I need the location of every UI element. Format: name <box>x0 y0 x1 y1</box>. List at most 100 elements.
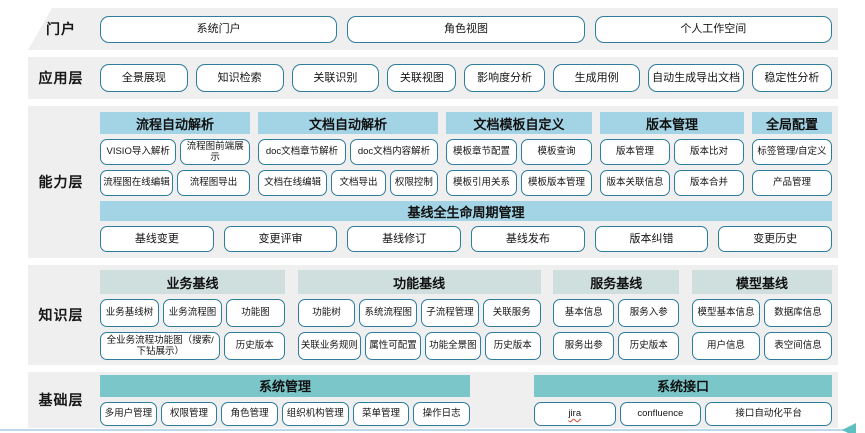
box-row: 用户信息表空间信息 <box>691 332 832 360</box>
feature-box-label: 操作日志 <box>422 407 461 419</box>
box-row: 多用户管理权限管理角色管理组织机构管理菜单管理操作日志 <box>100 401 470 426</box>
feature-box: 流程图在线编辑 <box>100 170 173 196</box>
box-row: 标签管理/自定义 <box>752 139 832 165</box>
feature-box: 功能图 <box>226 299 285 327</box>
group-header: 系统管理 <box>100 374 470 397</box>
feature-box: jira <box>534 401 616 426</box>
feature-box: 基线修订 <box>347 226 462 252</box>
feature-box-label: 服务出参 <box>564 340 603 352</box>
feature-box-label: 流程图前端展示 <box>186 140 244 163</box>
feature-box: VISIO导入解析 <box>100 139 177 165</box>
feature-box: doc文档内容解析 <box>350 139 438 165</box>
groups-row: 业务基线业务基线树业务流程图功能图全业务流程功能图（搜索/下钻展示）历史版本功能… <box>100 270 832 360</box>
feature-box: 系统流程图 <box>359 299 418 327</box>
group: 服务基线基本信息服务入参服务出参历史版本 <box>553 270 680 360</box>
feature-box: 业务基线树 <box>100 299 159 327</box>
feature-box-label: 产品管理 <box>772 177 811 189</box>
layer-knowledge: 知识层业务基线业务基线树业务流程图功能图全业务流程功能图（搜索/下钻展示）历史版… <box>28 265 838 365</box>
box-row: 版本管理版本比对 <box>600 139 744 165</box>
feature-box: 全业务流程功能图（搜索/下钻展示） <box>100 332 221 360</box>
feature-box-label: 历史版本 <box>629 340 668 352</box>
feature-box-label: 版本合并 <box>689 177 728 189</box>
box-row: 流程图在线编辑 流程图导出 <box>100 170 250 196</box>
feature-box: 多用户管理 <box>100 401 157 426</box>
feature-box-label: 接口自动化平台 <box>735 407 802 419</box>
feature-box: 功能树 <box>297 299 356 327</box>
feature-box: 功能全景图 <box>424 332 481 360</box>
feature-box: 文档导出 <box>331 170 386 196</box>
feature-box-label: 变更历史 <box>753 232 798 245</box>
feature-box-label: 关联识别 <box>313 71 358 84</box>
box-row: 全业务流程功能图（搜索/下钻展示） 历史版本 <box>100 332 285 360</box>
feature-box: 服务出参 <box>553 332 615 360</box>
feature-box-label: 生成用例 <box>574 71 619 84</box>
feature-box: 产品管理 <box>752 170 832 196</box>
feature-box: 标签管理/自定义 <box>752 139 832 165</box>
group-header: 服务基线 <box>553 270 680 294</box>
feature-box: 知识检索 <box>195 64 284 92</box>
feature-box: 基本信息 <box>553 299 615 327</box>
feature-box: 角色管理 <box>221 401 278 426</box>
feature-box: 模板版本管理 <box>521 170 592 196</box>
feature-box-label: 标签管理/自定义 <box>757 146 827 158</box>
box-row: 功能树系统流程图子流程管理关联服务 <box>297 299 541 327</box>
feature-box: 历史版本 <box>224 332 285 360</box>
feature-box: 版本纠错 <box>594 226 709 252</box>
feature-box-label: 历史版本 <box>235 340 274 352</box>
group: 模型基线模型基本信息数据库信息用户信息表空间信息 <box>691 270 832 360</box>
feature-box: 权限控制 <box>389 170 438 196</box>
feature-box-label: 关联服务 <box>492 307 531 319</box>
box-row: 关联业务规则属性可配置功能全景图历史版本 <box>297 332 541 360</box>
feature-box-label: 流程图导出 <box>189 177 238 189</box>
feature-box-label: 基线发布 <box>505 232 550 245</box>
feature-box: 模板引用关系 <box>446 170 517 196</box>
feature-box-label: 功能全景图 <box>429 340 477 352</box>
feature-box-label: 全业务流程功能图（搜索/下钻展示） <box>106 334 214 357</box>
feature-box: 关联视图 <box>387 64 457 92</box>
feature-box-label: 权限管理 <box>169 407 208 419</box>
feature-box-label: 模板查询 <box>537 146 576 158</box>
layer-app-label: 应用层 <box>38 70 84 86</box>
group-header: 文档自动解析 <box>258 112 438 134</box>
layer-portal: 门户系统门户角色视图个人工作空间 <box>28 8 838 50</box>
box-row: 基线变更 变更评审基线修订 基线发布 版本纠错 变更历史 <box>100 226 833 252</box>
feature-box-label: 知识检索 <box>217 71 262 84</box>
feature-box: 个人工作空间 <box>594 15 832 43</box>
feature-box: 基线发布 <box>471 226 585 252</box>
feature-box: 稳定性分析 <box>751 64 832 92</box>
feature-box-label: 版本比对 <box>689 146 728 158</box>
feature-box: 角色视图 <box>347 15 585 43</box>
group: 系统管理多用户管理权限管理角色管理组织机构管理菜单管理操作日志 <box>100 374 470 426</box>
feature-box: 表空间信息 <box>763 332 832 360</box>
feature-box: 基线变更 <box>100 226 214 252</box>
feature-box-label: 个人工作空间 <box>680 22 747 35</box>
layer-app-content: 全景展现知识检索关联识别关联视图影响度分析生成用例自动生成导出文档稳定性分析 <box>94 64 838 92</box>
feature-box: 接口自动化平台 <box>705 401 833 426</box>
layer-knowledge-content: 业务基线业务基线树业务流程图功能图全业务流程功能图（搜索/下钻展示）历史版本功能… <box>94 270 838 360</box>
layer-base-label: 基础层 <box>38 392 84 408</box>
group: 文档模板自定义模板章节配置 模板查询模板引用关系模板版本管理 <box>446 112 592 196</box>
feature-box-label: 自动生成导出文档 <box>652 71 741 84</box>
group-header: 文档模板自定义 <box>446 112 592 134</box>
feature-box: 关联服务 <box>482 299 541 327</box>
feature-box-label: 属性可配置 <box>369 340 417 352</box>
box-row: 业务基线树业务流程图功能图 <box>100 299 285 327</box>
feature-box-label: 模板章节配置 <box>452 146 510 158</box>
feature-box-label: 模板引用关系 <box>452 177 510 189</box>
layer-app: 应用层全景展现知识检索关联识别关联视图影响度分析生成用例自动生成导出文档稳定性分… <box>28 57 838 99</box>
feature-box-label: 功能树 <box>312 307 341 319</box>
feature-box: 历史版本 <box>618 332 680 360</box>
layer-portal-content: 系统门户角色视图个人工作空间 <box>94 15 838 43</box>
group: 功能基线功能树系统流程图子流程管理关联服务关联业务规则属性可配置功能全景图历史版… <box>297 270 541 360</box>
feature-box-label: 多用户管理 <box>104 407 153 419</box>
group-header: 全局配置 <box>752 112 832 134</box>
group-header: 流程自动解析 <box>100 112 250 134</box>
feature-box: 变更评审 <box>223 226 338 252</box>
feature-box-label: 权限控制 <box>394 177 433 189</box>
feature-box-label: 基线变更 <box>134 232 179 245</box>
feature-box: 组织机构管理 <box>281 401 349 426</box>
